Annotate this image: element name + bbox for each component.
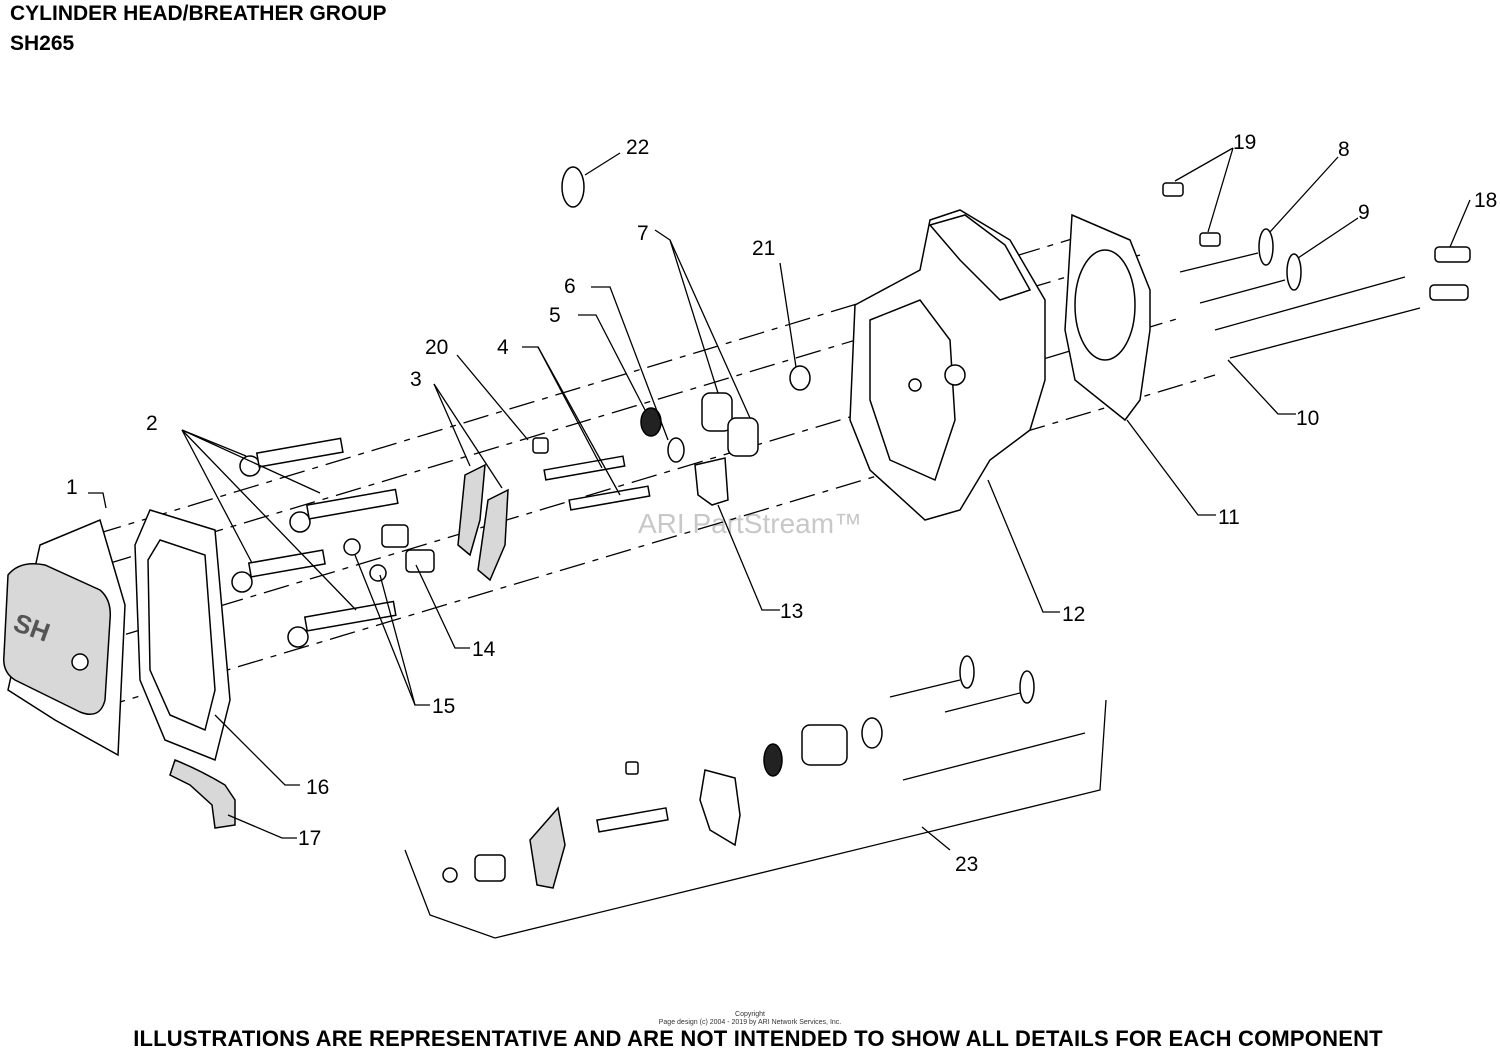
callout-5: 5 bbox=[549, 304, 561, 327]
valve-service-kit-part[interactable] bbox=[404, 655, 1107, 939]
diagram-title: CYLINDER HEAD/BREATHER GROUP bbox=[10, 2, 387, 25]
callout-10: 10 bbox=[1296, 407, 1319, 430]
leader-lines bbox=[88, 147, 1471, 851]
intake-valve-part[interactable] bbox=[1179, 228, 1274, 273]
valve-tip-caps-part[interactable] bbox=[1162, 182, 1221, 247]
callout-1: 1 bbox=[66, 476, 78, 499]
watermark: ARI PartStream™ bbox=[638, 508, 862, 539]
callout-22: 22 bbox=[626, 136, 649, 159]
callout-14: 14 bbox=[472, 638, 496, 661]
valve-springs-part[interactable] bbox=[701, 392, 759, 457]
head-gasket-part[interactable] bbox=[1064, 213, 1151, 422]
pivot-adjusters-part[interactable] bbox=[381, 524, 435, 573]
guide-plate-part[interactable] bbox=[694, 457, 729, 506]
push-rods-part[interactable] bbox=[1214, 276, 1421, 359]
valve-cap-part[interactable] bbox=[789, 365, 811, 391]
callout-4: 4 bbox=[497, 336, 509, 359]
callout-11: 11 bbox=[1218, 506, 1240, 529]
callout-6: 6 bbox=[564, 275, 576, 298]
callout-labels: 1 2 3 4 5 6 7 8 9 10 11 12 13 14 15 16 1… bbox=[66, 131, 1497, 876]
callout-2: 2 bbox=[146, 412, 158, 435]
callout-8: 8 bbox=[1338, 138, 1350, 161]
head-bolts-part[interactable] bbox=[231, 437, 399, 648]
valve-cover-part[interactable]: SH bbox=[2, 518, 126, 757]
callout-20: 20 bbox=[425, 336, 448, 359]
cylinder-head-part[interactable] bbox=[849, 209, 1046, 521]
callout-23: 23 bbox=[955, 853, 978, 876]
callout-18: 18 bbox=[1474, 189, 1497, 212]
callout-19: 19 bbox=[1233, 131, 1256, 154]
disclaimer-footer: ILLUSTRATIONS ARE REPRESENTATIVE AND ARE… bbox=[133, 1026, 1383, 1051]
breather-tube-part[interactable] bbox=[169, 759, 236, 829]
copyright-label: Copyright bbox=[735, 1011, 765, 1018]
callout-13: 13 bbox=[780, 600, 803, 623]
callout-15: 15 bbox=[432, 695, 455, 718]
model-number: SH265 bbox=[10, 32, 75, 55]
callout-7: 7 bbox=[637, 222, 649, 245]
tappets-part[interactable] bbox=[1429, 246, 1471, 301]
callout-3: 3 bbox=[410, 368, 422, 391]
spring-retainer-part[interactable] bbox=[667, 437, 685, 463]
o-ring-part[interactable] bbox=[561, 166, 585, 208]
copyright-text: Page design (c) 2004 - 2019 by ARI Netwo… bbox=[658, 1019, 842, 1026]
rocker-studs-part[interactable] bbox=[543, 455, 651, 511]
exhaust-valve-part[interactable] bbox=[1199, 253, 1302, 304]
callout-9: 9 bbox=[1358, 201, 1370, 224]
dowel-pin-part[interactable] bbox=[532, 437, 549, 454]
callout-17: 17 bbox=[298, 827, 321, 850]
copyright-notice: Copyright Page design (c) 2004 - 2019 by… bbox=[0, 1011, 1500, 1027]
callout-12: 12 bbox=[1062, 603, 1085, 626]
callout-21: 21 bbox=[752, 237, 775, 260]
jam-nuts-part[interactable] bbox=[343, 538, 387, 582]
cover-gasket-part[interactable] bbox=[134, 509, 231, 762]
rocker-arms-part[interactable] bbox=[457, 463, 509, 582]
callout-16: 16 bbox=[306, 776, 329, 799]
